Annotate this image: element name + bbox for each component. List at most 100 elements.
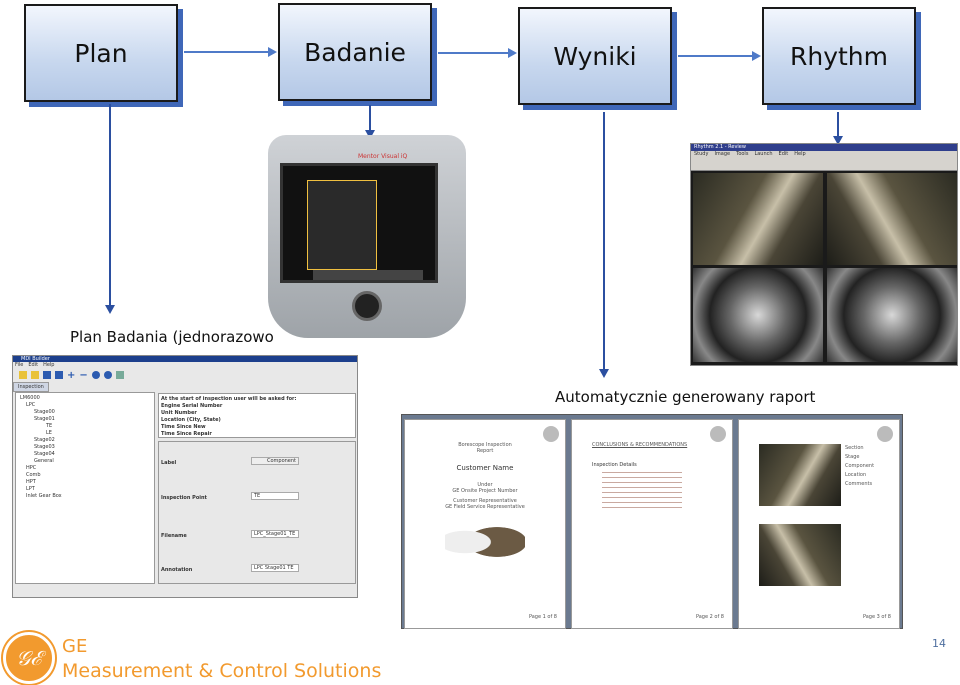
arrow-wyniki-down <box>603 112 605 370</box>
arrow-plan-down <box>109 104 111 306</box>
tree-node[interactable]: LPC <box>26 402 36 408</box>
window-title: MDI Builder <box>13 356 357 362</box>
report-image <box>759 524 841 586</box>
arrow-badanie-wyniki <box>438 52 510 54</box>
step-label: Wyniki <box>553 41 637 71</box>
menu-item[interactable]: Tools <box>736 151 749 157</box>
tree-node[interactable]: Stage01 <box>34 416 55 422</box>
arrow-plan-badanie <box>184 51 270 53</box>
inspection-tree[interactable]: LM6000 LPC Stage00 Stage01 TE LE Stage02… <box>15 392 155 584</box>
ge-logo <box>877 426 893 442</box>
prompt-item[interactable]: Unit Number <box>161 410 197 416</box>
meta-label: Stage <box>845 454 860 460</box>
inspection-point-input[interactable]: TE <box>251 492 299 500</box>
menu-item[interactable]: Help <box>794 151 806 157</box>
field-label: Filename <box>161 533 187 539</box>
ge-logo <box>543 426 559 442</box>
arrow-head <box>599 369 609 378</box>
meta-label: Section <box>845 445 864 451</box>
page-number: Page 1 of 8 <box>528 614 557 620</box>
inspection-image <box>827 268 957 362</box>
engine-image <box>445 516 525 568</box>
report-heading: CONCLUSIONS & RECOMMENDATIONS <box>592 442 688 448</box>
menu-item[interactable]: Edit <box>778 151 789 157</box>
report-page-cover: Borescope Inspection Report Customer Nam… <box>404 419 566 629</box>
report-page-images: Section Stage Component Location Comment… <box>738 419 900 629</box>
menu-item[interactable]: Launch <box>754 151 773 157</box>
tree-node[interactable]: HPC <box>26 465 37 471</box>
slide-number: 14 <box>932 637 946 650</box>
step-badanie: Badanie <box>278 3 432 101</box>
report-text: Customer Representative <box>453 498 517 504</box>
report-text: Under <box>477 482 493 488</box>
arrow-head <box>752 51 761 61</box>
arrow-head <box>833 136 843 145</box>
label-select[interactable]: Component <box>251 457 299 465</box>
annotation-input[interactable]: LPC Stage01 TE <box>251 564 299 572</box>
inspection-image <box>693 173 823 265</box>
tree-node[interactable]: LE <box>46 430 52 436</box>
prompt-item[interactable]: Time Since Repair <box>161 431 212 437</box>
save-as-icon[interactable] <box>55 371 63 379</box>
prompts-header: At the start of inspection user will be … <box>161 396 297 402</box>
arrow-wyniki-rhythm <box>678 55 754 57</box>
menu-edit[interactable]: Edit <box>28 362 39 368</box>
filename-input[interactable]: LPC_Stage01_TE <box>251 530 299 538</box>
ge-logo <box>710 426 726 442</box>
rhythm-window: Rhythm 2.1 - Review Study Image Tools Launc… <box>690 143 958 366</box>
meta-label: Component <box>845 463 875 469</box>
prompt-item[interactable]: Engine Serial Number <box>161 403 223 409</box>
report-text: GE Field Service Representative <box>445 504 525 510</box>
save-icon[interactable] <box>43 371 51 379</box>
arrow-head <box>508 48 517 58</box>
report-text: GE Onsite Project Number <box>452 488 518 494</box>
settings-icon[interactable] <box>115 371 124 379</box>
tree-node[interactable]: TE <box>46 423 53 429</box>
arrow-head <box>365 130 375 139</box>
prompt-item[interactable]: Time Since New <box>161 424 206 430</box>
report-title: Borescope Inspection Report <box>458 442 512 454</box>
down-icon[interactable] <box>103 371 112 379</box>
tree-node[interactable]: HPT <box>26 479 36 485</box>
window-title: Rhythm 2.1 - Review <box>691 144 957 151</box>
brand-name: GE <box>62 636 88 657</box>
new-icon[interactable] <box>19 371 27 379</box>
up-icon[interactable] <box>91 371 100 379</box>
step-plan: Plan <box>24 4 178 102</box>
mdi-builder-window: MDI Builder File Edit Help + − Inspection … <box>12 355 358 598</box>
menu-help[interactable]: Help <box>43 362 55 368</box>
details-table <box>602 472 682 512</box>
menu-item[interactable]: Study <box>694 151 709 157</box>
tree-node[interactable]: Comb <box>26 472 41 478</box>
field-label: Annotation <box>161 567 193 573</box>
step-label: Badanie <box>304 37 406 67</box>
report-caption: Automatycznie generowany raport <box>555 388 816 406</box>
inspection-image <box>827 173 957 265</box>
menu-file[interactable]: File <box>15 362 24 368</box>
tree-node[interactable]: LPT <box>26 486 35 492</box>
field-label: Label <box>161 460 177 466</box>
add-icon[interactable]: + <box>67 369 76 381</box>
tree-node[interactable]: Stage02 <box>34 437 55 443</box>
ge-monogram-logo: 𝒢ℰ <box>3 632 55 684</box>
step-label: Rhythm <box>789 41 888 71</box>
toolbar: + − <box>13 368 357 382</box>
tree-node[interactable]: LM6000 <box>20 395 40 401</box>
tree-node[interactable]: Stage03 <box>34 444 55 450</box>
tree-node[interactable]: Stage04 <box>34 451 55 457</box>
device-brand: Mentor Visual iQ <box>358 153 408 160</box>
tree-node[interactable]: Inlet Gear Box <box>26 493 62 499</box>
menu-item[interactable]: Image <box>714 151 731 157</box>
prompt-item[interactable]: Location (City, State) <box>161 417 221 423</box>
arrow-badanie-down <box>369 105 371 131</box>
step-rhythm: Rhythm <box>762 7 916 105</box>
report-page-details: CONCLUSIONS & RECOMMENDATIONS Inspection… <box>571 419 733 629</box>
step-label: Plan <box>74 38 128 68</box>
open-icon[interactable] <box>31 371 39 379</box>
remove-icon[interactable]: − <box>79 369 88 381</box>
meta-label: Location <box>845 472 867 478</box>
tree-node[interactable]: General <box>34 458 54 464</box>
tab-inspection[interactable]: Inspection <box>13 382 49 392</box>
field-label: Inspection Point <box>161 495 207 501</box>
tree-node[interactable]: Stage00 <box>34 409 55 415</box>
